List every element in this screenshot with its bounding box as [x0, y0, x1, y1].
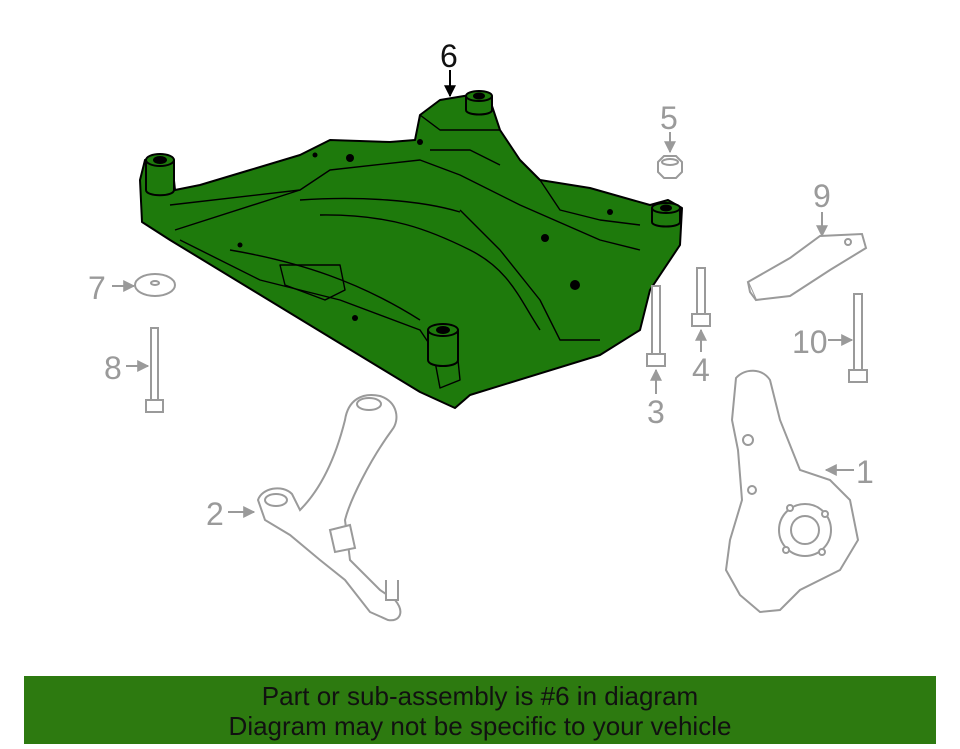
banner-line-2: Diagram may not be specific to your vehi… [228, 711, 732, 741]
knuckle-part-1[interactable] [724, 369, 860, 614]
bolt-part-8[interactable] [145, 327, 164, 413]
bracket-part-9[interactable] [746, 232, 868, 302]
callout-3: 3 [647, 394, 665, 430]
info-banner: Part or sub-assembly is #6 in diagram Di… [24, 676, 936, 744]
callout-2: 2 [206, 496, 224, 532]
callout-10: 10 [792, 324, 828, 360]
callout-1: 1 [856, 454, 874, 490]
washer-part-7[interactable] [134, 273, 176, 297]
callout-4: 4 [692, 352, 710, 388]
bolt-part-4[interactable] [691, 267, 711, 327]
banner-line-1: Part or sub-assembly is #6 in diagram [261, 681, 699, 711]
nut-part-5[interactable] [657, 155, 683, 179]
callout-9: 9 [813, 178, 831, 214]
callout-5: 5 [660, 100, 678, 136]
bolt-part-3[interactable] [646, 285, 666, 367]
bolt-part-10[interactable] [848, 293, 868, 383]
callout-8: 8 [104, 350, 122, 386]
callout-6: 6 [440, 38, 458, 74]
control-arm-part-2[interactable] [256, 394, 402, 622]
leader-lines [112, 70, 854, 518]
callout-7: 7 [88, 270, 106, 306]
subframe-part-6[interactable] [139, 90, 683, 409]
